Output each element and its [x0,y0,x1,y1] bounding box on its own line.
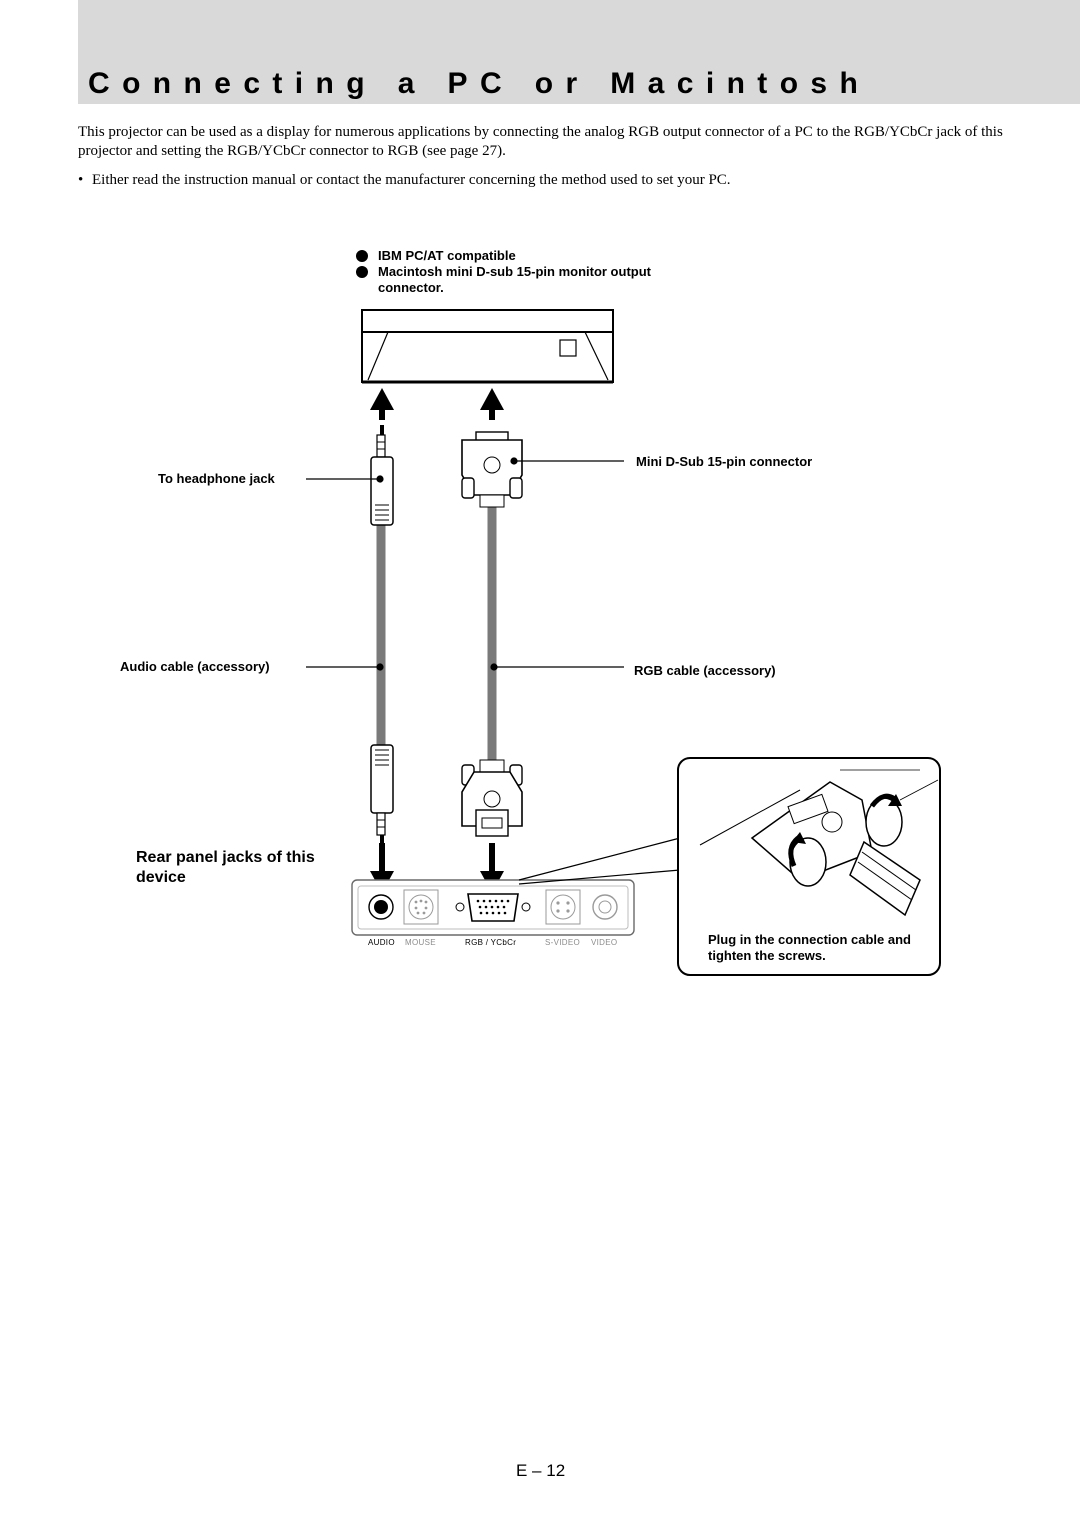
rear-panel [351,879,635,936]
panel-label-mouse: MOUSE [405,938,436,947]
note-text: Either read the instruction manual or co… [92,172,731,188]
detail-callout [518,757,941,976]
panel-label-video: VIDEO [591,938,618,947]
page-title: Connecting a PC or Macintosh [88,67,871,100]
panel-label-audio: AUDIO [368,938,395,947]
rear-panel-title: Rear panel jacks of this device [136,849,315,886]
page-number: E – 12 [516,1461,566,1480]
panel-label-rgb: RGB / YCbCr [465,938,517,947]
audio-cable [370,425,394,843]
pc-device-illustration [361,309,614,384]
note-bullet: • Either read the instruction manual or c… [78,171,1038,190]
title-band [78,0,1080,104]
rgb-cable [461,431,523,837]
panel-label-svideo: S-VIDEO [545,938,580,947]
leader-lines [306,457,624,671]
label-audio-cable: Audio cable (accessory) [120,659,270,674]
arrow-up-icon [480,388,504,420]
compatibility-list: IBM PC/AT compatible Macintosh mini D-su… [356,248,708,296]
label-headphone-jack: To headphone jack [158,471,275,486]
label-rgb-cable: RGB cable (accessory) [634,663,776,678]
compatible-item-mac: Macintosh mini D-sub 15-pin monitor outp… [356,264,708,296]
bullet-dot: • [78,172,84,188]
label-mini-dsub: Mini D-Sub 15-pin connector [636,454,813,469]
intro-paragraph: This projector can be used as a display … [78,124,1003,159]
compatible-item-ibm: IBM PC/AT compatible [356,248,708,264]
arrow-up-icon [370,388,394,420]
label-plug-in-instruction: Plug in the connection cable and tighten… [708,932,911,963]
